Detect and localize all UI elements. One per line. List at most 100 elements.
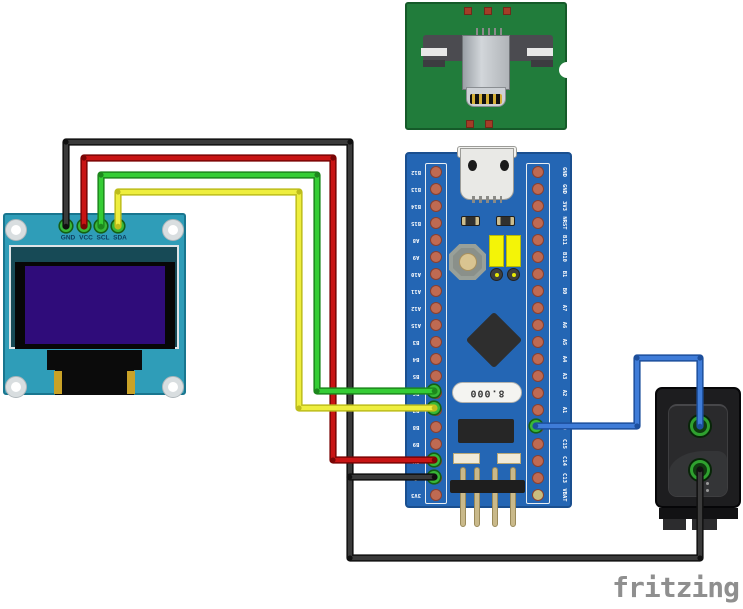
bluepill-pin-right-c14[interactable] <box>532 455 544 467</box>
wire-bend-point[interactable] <box>697 355 703 361</box>
bluepill-pin-left-b15[interactable] <box>430 217 442 229</box>
bluepill-usb-legs <box>472 196 502 203</box>
crystal-oscillator: 8.000 <box>452 382 522 403</box>
reset-button[interactable] <box>449 244 486 280</box>
wire-end[interactable] <box>431 457 437 463</box>
bluepill-pin-right-3v3[interactable] <box>532 200 544 212</box>
bluepill-pin-left-a11[interactable] <box>430 285 442 297</box>
bluepill-pin-left-a9[interactable] <box>430 251 442 263</box>
bluepill-pin-right-nrst[interactable] <box>532 217 544 229</box>
bluepill-right-pin-strip <box>526 163 550 504</box>
bluepill-pin-left-b4[interactable] <box>430 353 442 365</box>
bluepill-pin-left-b3[interactable] <box>430 336 442 348</box>
bluepill-pin-left-b9[interactable] <box>430 438 442 450</box>
wire-end[interactable] <box>63 223 69 229</box>
bluepill-pin-left-a12[interactable] <box>430 302 442 314</box>
usb-plug-wing-hook <box>531 60 553 67</box>
wire-bend-point[interactable] <box>98 172 104 178</box>
oled-pin-label-sda: SDA <box>113 234 127 242</box>
usb-plug-contacts <box>470 94 502 104</box>
wire-end[interactable] <box>431 474 437 480</box>
bluepill-pin-right-b0[interactable] <box>532 285 544 297</box>
bluepill-pin-left-b12[interactable] <box>430 166 442 178</box>
wire-bend-point[interactable] <box>81 155 87 161</box>
wire-bend-point[interactable] <box>347 555 353 561</box>
wire-bend-point[interactable] <box>296 189 302 195</box>
bluepill-pin-right-a5[interactable] <box>532 336 544 348</box>
bluepill-pin-right-gnd[interactable] <box>532 183 544 195</box>
debug-header-plastic <box>450 480 525 493</box>
wire-end[interactable] <box>81 223 87 229</box>
wire-green-scl[interactable] <box>97 171 438 395</box>
pcb-edge-notch <box>559 62 575 78</box>
wire-bend-point[interactable] <box>314 388 320 394</box>
bluepill-pin-left-a8[interactable] <box>430 234 442 246</box>
pcb-pad <box>466 120 474 128</box>
debug-header-pin <box>510 467 516 527</box>
bluepill-pin-left-3v3[interactable] <box>430 489 442 501</box>
wire-yellow-sda[interactable] <box>114 188 438 412</box>
wire-bend-point[interactable] <box>697 555 703 561</box>
smd-resistor <box>461 216 480 226</box>
wire-bend-point[interactable] <box>330 155 336 161</box>
oled-connector-gold-strip <box>54 371 62 394</box>
bluepill-pin-left-b13[interactable] <box>430 183 442 195</box>
usb-plug-wing-hook <box>423 60 445 67</box>
jumper-pin <box>489 267 503 281</box>
wire-bend-point[interactable] <box>330 457 336 463</box>
usb-plug-board[interactable] <box>405 2 575 130</box>
oled-mounting-hole <box>162 376 184 398</box>
wire-end[interactable] <box>697 423 703 429</box>
switch-marking-dot <box>706 482 709 485</box>
pcb-pad <box>464 7 472 15</box>
bluepill-pin-left-a15[interactable] <box>430 319 442 331</box>
wire-end[interactable] <box>115 223 121 229</box>
wire-red-vcc[interactable] <box>80 154 438 464</box>
wire-end[interactable] <box>431 405 437 411</box>
wire-end[interactable] <box>697 467 703 473</box>
wire-bend-point[interactable] <box>634 355 640 361</box>
bluepill-pin-right-b10[interactable] <box>532 251 544 263</box>
bluepill-pin-left-b14[interactable] <box>430 200 442 212</box>
wire-end[interactable] <box>98 223 104 229</box>
bluepill-pin-right-c15[interactable] <box>532 438 544 450</box>
wire-black-gnd[interactable] <box>62 138 704 562</box>
wire-bend-point[interactable] <box>314 172 320 178</box>
debug-header-pin <box>492 467 498 527</box>
usb-plug-wing-slot <box>527 48 553 56</box>
wire-end[interactable] <box>347 474 353 480</box>
bluepill-pin-right-c13[interactable] <box>532 472 544 484</box>
bluepill-pin-right-a1[interactable] <box>532 404 544 416</box>
bluepill-pin-right-b11[interactable] <box>532 234 544 246</box>
bluepill-usb-hole <box>500 160 509 171</box>
bluepill-pin-right-b1[interactable] <box>532 268 544 280</box>
wire-black-gnd-branch[interactable] <box>346 473 438 481</box>
bluepill-pin-left-a10[interactable] <box>430 268 442 280</box>
oled-display-module[interactable]: GND VCC SCL SDA <box>3 213 186 398</box>
bluepill-pin-left-b5[interactable] <box>430 370 442 382</box>
wire-bend-point[interactable] <box>634 423 640 429</box>
bluepill-pin-right-a7[interactable] <box>532 302 544 314</box>
boot1-jumper[interactable] <box>506 235 521 267</box>
bluepill-pin-left-b8[interactable] <box>430 421 442 433</box>
smd-diode <box>497 453 521 464</box>
bluepill-pin-right-a4[interactable] <box>532 353 544 365</box>
bluepill-pin-right-a2[interactable] <box>532 387 544 399</box>
bluepill-pin-right-a6[interactable] <box>532 319 544 331</box>
wire-bend-point[interactable] <box>347 139 353 145</box>
bluepill-pin-right-gnd[interactable] <box>532 166 544 178</box>
bluepill-pin-right-a3[interactable] <box>532 370 544 382</box>
pcb-pad <box>485 120 493 128</box>
wire-blue-a0[interactable] <box>532 354 704 430</box>
wire-bend-point[interactable] <box>296 405 302 411</box>
boot0-jumper[interactable] <box>489 235 504 267</box>
bluepill-pin-right-vbat[interactable] <box>532 489 544 501</box>
oled-display-frame <box>9 245 179 349</box>
oled-ribbon-connector-bottom <box>55 368 134 395</box>
wire-end[interactable] <box>431 388 437 394</box>
wire-bend-point[interactable] <box>115 189 121 195</box>
wire-bend-point[interactable] <box>63 139 69 145</box>
wire-end[interactable] <box>533 423 539 429</box>
